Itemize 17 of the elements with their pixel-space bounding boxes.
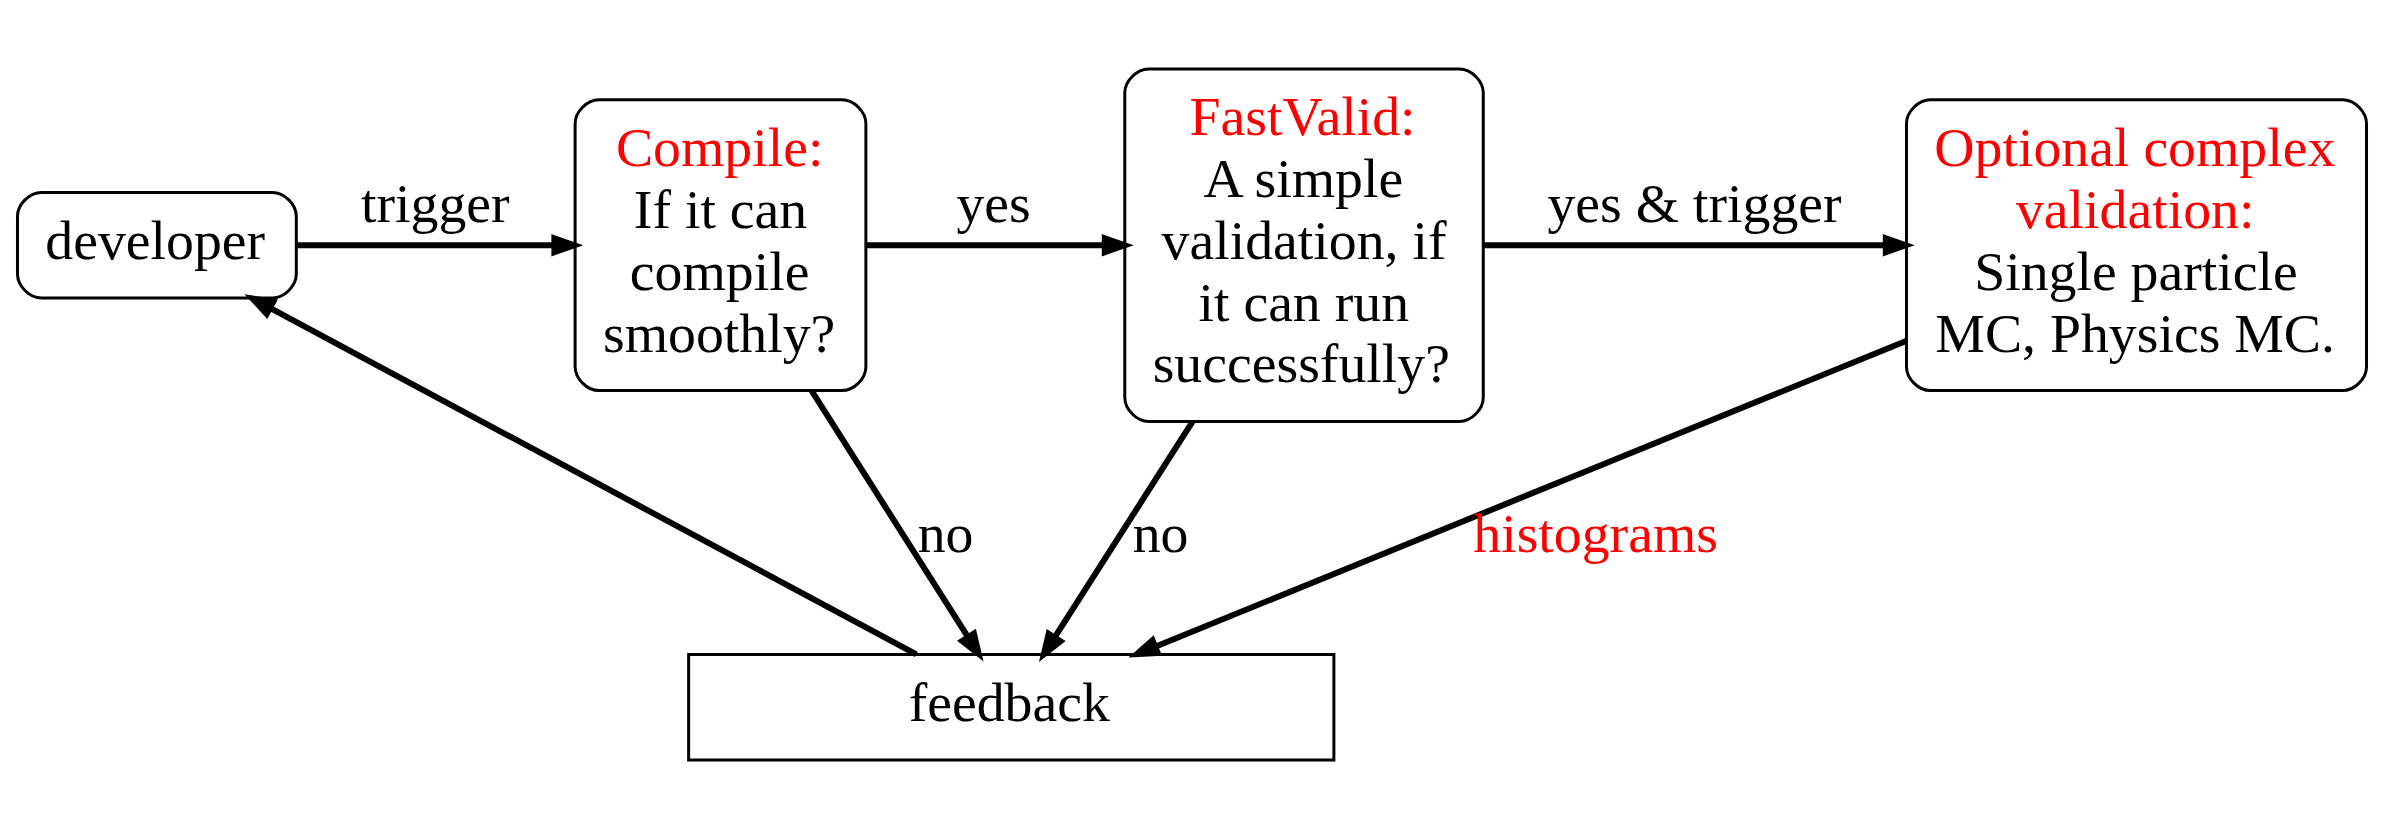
arrow xyxy=(809,388,984,662)
edge-label: yes & trigger xyxy=(1547,171,1842,234)
node-box: feedback xyxy=(687,652,1336,762)
arrow xyxy=(296,233,584,256)
edge-label: no xyxy=(917,501,974,564)
edge-label: yes xyxy=(956,171,1031,234)
arrow xyxy=(244,293,918,657)
node-box: FastValid: A simple validation, if it can run successfully? xyxy=(1123,66,1485,423)
node-box: Optional complex validation: Single particle MC, Physics MC. xyxy=(1904,97,2368,392)
arrow xyxy=(866,233,1134,256)
edge-label: histograms xyxy=(1473,501,1718,564)
node-box: Compile: If it can compile smoothly? xyxy=(573,97,868,392)
edge-label: trigger xyxy=(361,171,510,234)
arrow xyxy=(1483,233,1915,256)
edge-label: no xyxy=(1132,501,1189,564)
arrow xyxy=(1128,337,1908,658)
node-box: developer xyxy=(16,190,298,299)
